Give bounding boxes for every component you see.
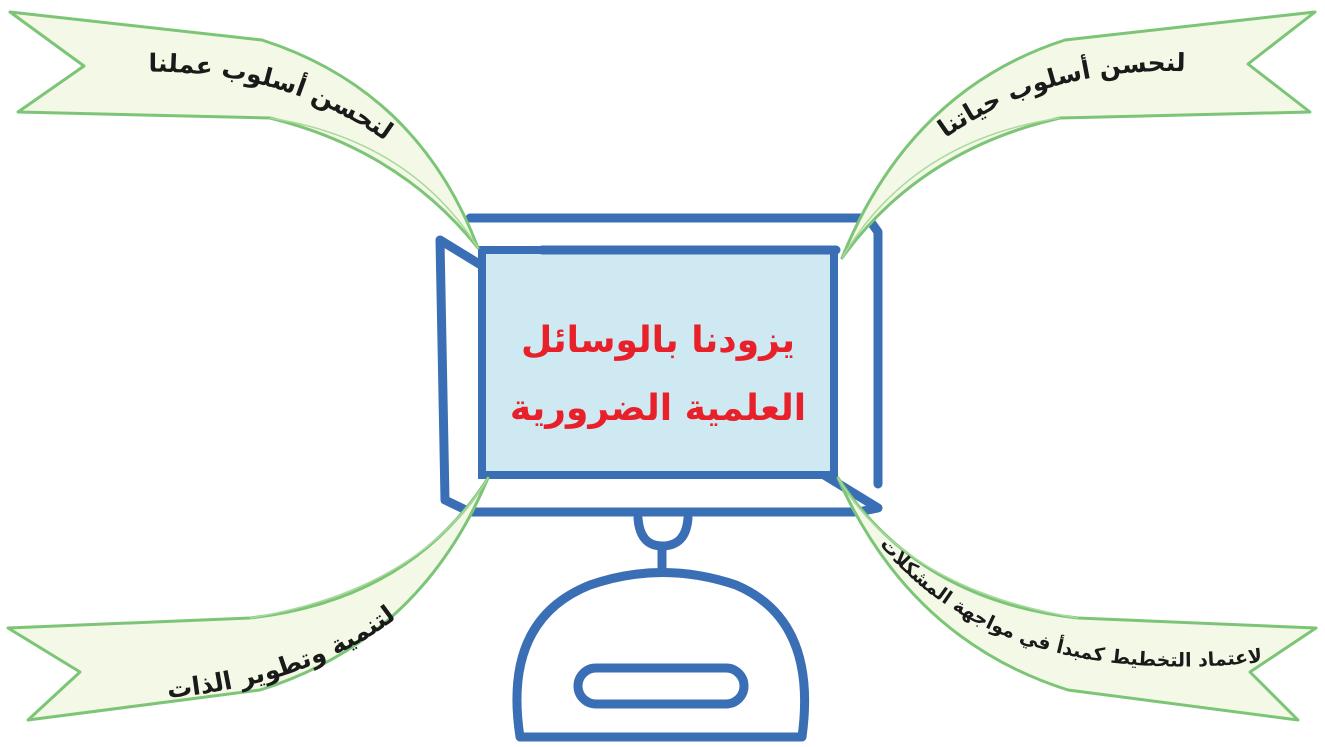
ribbon-bottom-left-shape xyxy=(6,476,490,722)
ribbon-top-right-fold xyxy=(841,117,1061,259)
ribbon-top-left: لنحسن أسلوب عملنا xyxy=(8,10,480,250)
monitor-base-slot xyxy=(573,663,749,709)
monitor-screen xyxy=(478,246,838,479)
ribbon-bottom-right-shape xyxy=(836,476,1318,722)
monitor-base xyxy=(512,568,810,742)
ribbon-top-left-shape xyxy=(8,10,480,250)
center-text-line2: العلمية الضرورية xyxy=(510,388,806,429)
ribbon-bottom-left: لتنمية وتطوير الذات xyxy=(6,476,490,722)
ribbon-bottom-left-fold xyxy=(249,477,489,619)
ribbon-bottom-right: لاعتماد التخطيط كمبدأ في مواجهة المشكلات xyxy=(836,476,1318,722)
center-text-line1: يزودنا بالوسائل xyxy=(521,320,795,361)
ribbon-top-right: لنحسن أسلوب حياتنا xyxy=(840,10,1317,260)
ribbon-bottom-right-fold xyxy=(837,477,1079,619)
monitor-neck xyxy=(633,513,693,573)
ribbon-top-left-fold xyxy=(269,117,479,249)
ribbon-top-right-shape xyxy=(840,10,1317,260)
monitor-illustration xyxy=(435,213,883,742)
